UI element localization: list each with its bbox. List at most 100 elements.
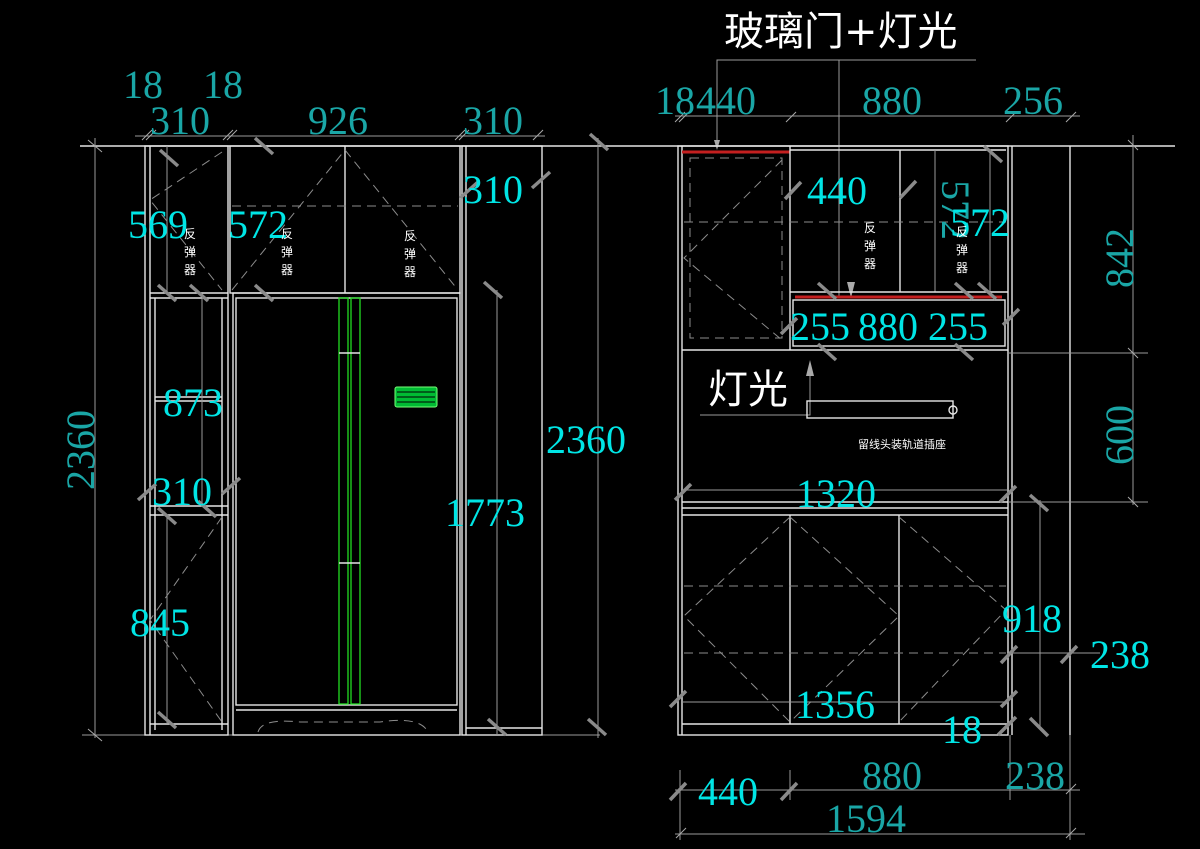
callout-leader <box>716 59 976 147</box>
rebound-label-1: 反 弹 器 <box>184 227 196 277</box>
dim-shelf-left: 255 <box>790 304 850 349</box>
socket-icon <box>948 405 958 415</box>
dim-tick <box>87 728 103 742</box>
dim-tick <box>458 129 470 141</box>
dim-top-panel: 18 <box>655 78 695 123</box>
light-leader <box>700 362 811 416</box>
dim-tick <box>1127 496 1139 508</box>
light-label: 灯光 <box>708 367 788 413</box>
dim-right-height-middle: 600 <box>1097 405 1142 465</box>
dim-tick <box>785 111 797 123</box>
rebound-char: 反 <box>956 225 968 239</box>
dim-center-width: 926 <box>308 98 368 143</box>
dim-tick <box>141 129 153 141</box>
dim-tick <box>222 129 234 141</box>
right-cabinet-outer <box>677 145 1009 736</box>
rebound-char: 弹 <box>281 245 293 259</box>
dim-upper-height-b: 572 <box>950 200 1010 245</box>
rebound-char: 反 <box>404 229 416 243</box>
rebound-char: 弹 <box>956 243 968 257</box>
rebound-char: 器 <box>281 263 293 277</box>
dim-bottom-total: 1594 <box>826 796 906 841</box>
dim-side-shelf-2: 310 <box>152 469 212 514</box>
fridge-handle-left <box>338 297 349 705</box>
dim-lower-height: 918 <box>1002 596 1062 641</box>
rebound-char: 反 <box>864 221 876 235</box>
rebound-char: 器 <box>404 265 416 279</box>
rebound-char: 弹 <box>864 239 876 253</box>
rebound-label-2: 反 弹 器 <box>281 227 293 277</box>
dim-counter-width: 1320 <box>796 471 876 516</box>
dim-tick <box>1065 783 1077 795</box>
glass-door-frame <box>689 157 783 339</box>
dim-lower-width: 1356 <box>795 682 875 727</box>
dim-tick <box>532 129 544 141</box>
fridge-handle-right <box>350 297 361 705</box>
rebound-char: 器 <box>956 261 968 275</box>
fridge-body <box>235 297 458 706</box>
dim-upper-left-height: 569 <box>128 202 188 247</box>
dim-shelf-middle: 880 <box>858 304 918 349</box>
door-swing <box>683 516 791 723</box>
dim-tick <box>1127 347 1139 359</box>
right-elevation: 玻璃门+灯光 灯光 <box>655 9 1150 841</box>
dim-tick <box>674 111 686 123</box>
dim-fridge-height: 1773 <box>445 490 525 535</box>
dim-top-side: 256 <box>1003 78 1063 123</box>
dim-overall-height-left: 2360 <box>58 410 103 490</box>
dim-tick <box>226 129 238 141</box>
callout-glass-door-light: 玻璃门+灯光 <box>724 9 958 55</box>
dim-bottom-middle: 880 <box>862 753 922 798</box>
rebound-char: 弹 <box>184 245 196 259</box>
right-narrow-cabinet <box>461 145 543 736</box>
rebound-char: 器 <box>184 263 196 277</box>
light-fixture <box>806 400 954 419</box>
door-swing <box>149 516 223 723</box>
dim-left-panel-a: 18 <box>123 62 163 107</box>
dim-tick <box>145 129 157 141</box>
dim-right-depth: 310 <box>463 167 523 212</box>
dim-tick <box>1005 111 1017 123</box>
dim-left-cabinet-width: 310 <box>150 98 210 143</box>
dim-slash-ticks <box>136 132 610 737</box>
dim-slash-ticks <box>668 144 1079 802</box>
rebound-char: 反 <box>281 227 293 241</box>
rebound-char: 反 <box>184 227 196 241</box>
door-swing <box>683 159 783 341</box>
dim-tick <box>678 111 690 123</box>
dim-right-height-upper: 842 <box>1097 228 1142 288</box>
leader-arrow <box>714 140 720 150</box>
dim-tick <box>1127 139 1139 151</box>
dim-tick <box>1065 111 1077 123</box>
leader-arrow <box>847 282 855 298</box>
door-swing <box>898 516 1007 723</box>
dim-right-cabinet-width: 310 <box>463 98 523 143</box>
left-tall-cabinet <box>144 145 229 736</box>
door-swing <box>789 516 900 723</box>
dim-left-panel-b: 18 <box>203 62 243 107</box>
dim-tick <box>454 129 466 141</box>
fridge-enclosure <box>232 292 461 736</box>
dim-tick <box>87 139 103 153</box>
leader-arrow <box>806 360 814 376</box>
dim-overall-height-right: 2360 <box>546 417 626 462</box>
rebound-label-3: 反 弹 器 <box>404 229 416 279</box>
dim-side-lower: 845 <box>130 600 190 645</box>
dim-upper-center-height: 572 <box>228 202 288 247</box>
dim-upper-inner-width: 440 <box>807 168 867 213</box>
dim-side-depth-a: 238 <box>1090 632 1150 677</box>
dim-upper-height-a: 572 <box>933 180 978 240</box>
dim-bottom-gap: 18 <box>942 707 982 752</box>
dim-bottom-left: 440 <box>698 769 758 814</box>
rebound-label-5: 反 弹 器 <box>956 225 968 275</box>
dim-side-shelf-1: 873 <box>163 380 223 425</box>
dim-tick <box>1065 827 1077 839</box>
fridge-display-panel <box>394 386 438 408</box>
dim-tick <box>675 827 687 839</box>
dim-top-middle: 880 <box>862 78 922 123</box>
fridge-kickplate <box>257 719 429 733</box>
rebound-char: 弹 <box>404 247 416 261</box>
socket-note: 留线头装轨道插座 <box>858 437 946 451</box>
rebound-char: 器 <box>864 257 876 271</box>
